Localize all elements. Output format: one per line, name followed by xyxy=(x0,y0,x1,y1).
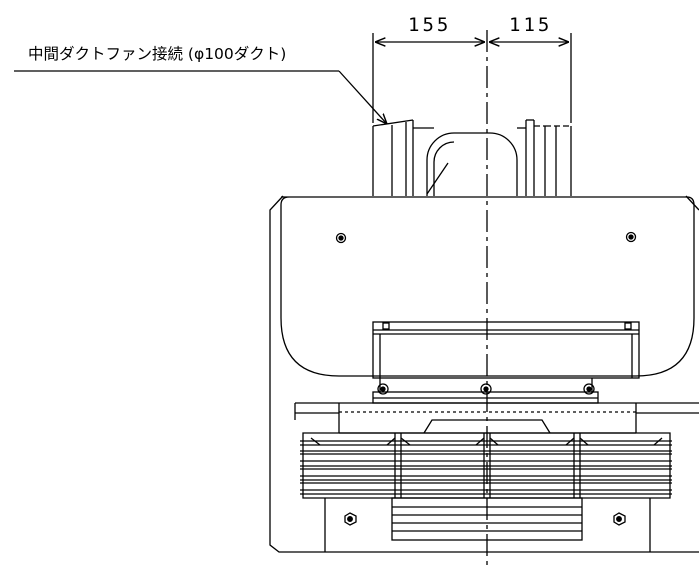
hood-body xyxy=(280,196,695,377)
base-nut-right xyxy=(613,512,626,526)
callout-leader-line xyxy=(14,70,387,124)
duct-fitting xyxy=(372,119,572,196)
flange-bolt-center xyxy=(480,383,492,395)
base-frame xyxy=(324,497,651,552)
connector-box xyxy=(372,321,640,379)
flange-bolt-left xyxy=(377,383,389,395)
fan-mount xyxy=(294,402,699,434)
dimension-lines xyxy=(372,33,572,123)
fan-grille xyxy=(300,432,672,499)
rear-frame xyxy=(269,195,699,553)
dimension-right-value: 115 xyxy=(509,14,553,36)
dimension-left-value: 155 xyxy=(408,14,452,36)
hood-screw-right xyxy=(625,231,637,243)
hood-screw-left xyxy=(335,232,347,244)
base-nut-left xyxy=(344,512,357,526)
flange-bolt-right xyxy=(583,383,595,395)
duct-connection-callout-label: 中間ダクトファン接続 (φ100ダクト) xyxy=(28,45,287,63)
